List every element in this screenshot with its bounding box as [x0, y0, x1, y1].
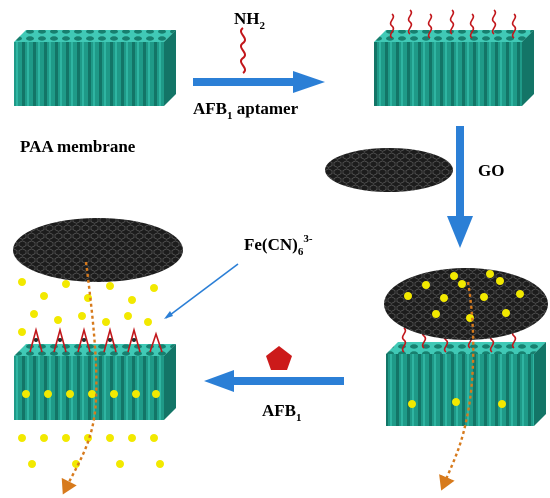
ferricyanide-label: Fe(CN)63-	[244, 233, 313, 258]
go-label: GO	[478, 161, 504, 180]
folded-aptamers	[29, 326, 163, 353]
ion-dots-below-membrane	[18, 434, 164, 468]
ferricyanide-pointer-head	[164, 311, 173, 319]
diffusion-path-right	[439, 281, 475, 491]
nh2-label: NH2	[234, 9, 266, 32]
arrow-step-3	[204, 370, 344, 392]
arrow-step-1	[193, 71, 325, 93]
ion-dots-in-membrane-right	[408, 398, 506, 408]
aptamer-label: AFB1 aptamer	[193, 99, 299, 122]
ion-dots-on-go	[404, 270, 524, 322]
paa-membrane-4	[14, 344, 176, 420]
graphene-oxide-sheet-released	[13, 218, 183, 282]
paa-membrane-3	[386, 342, 546, 426]
diffusion-path-left	[61, 261, 98, 495]
graphene-oxide-sheet-icon	[325, 148, 453, 192]
bound-afb1-molecules	[34, 338, 136, 342]
aptamer-strands-top	[389, 9, 517, 39]
afb1-label: AFB1	[262, 401, 302, 424]
ferricyanide-ion-icon	[18, 278, 158, 336]
paa-membrane-2	[374, 30, 534, 106]
nh2-aptamer-strand-icon	[240, 27, 246, 74]
ferricyanide-pointer	[165, 263, 239, 319]
graphene-oxide-sheet-covering	[384, 268, 548, 340]
paa-membrane-label: PAA membrane	[20, 137, 136, 156]
paa-membrane-1	[14, 30, 176, 106]
arrow-step-2	[447, 126, 473, 248]
ion-dots-in-membrane-left	[22, 390, 160, 398]
afb1-pentagon-icon	[266, 346, 292, 370]
